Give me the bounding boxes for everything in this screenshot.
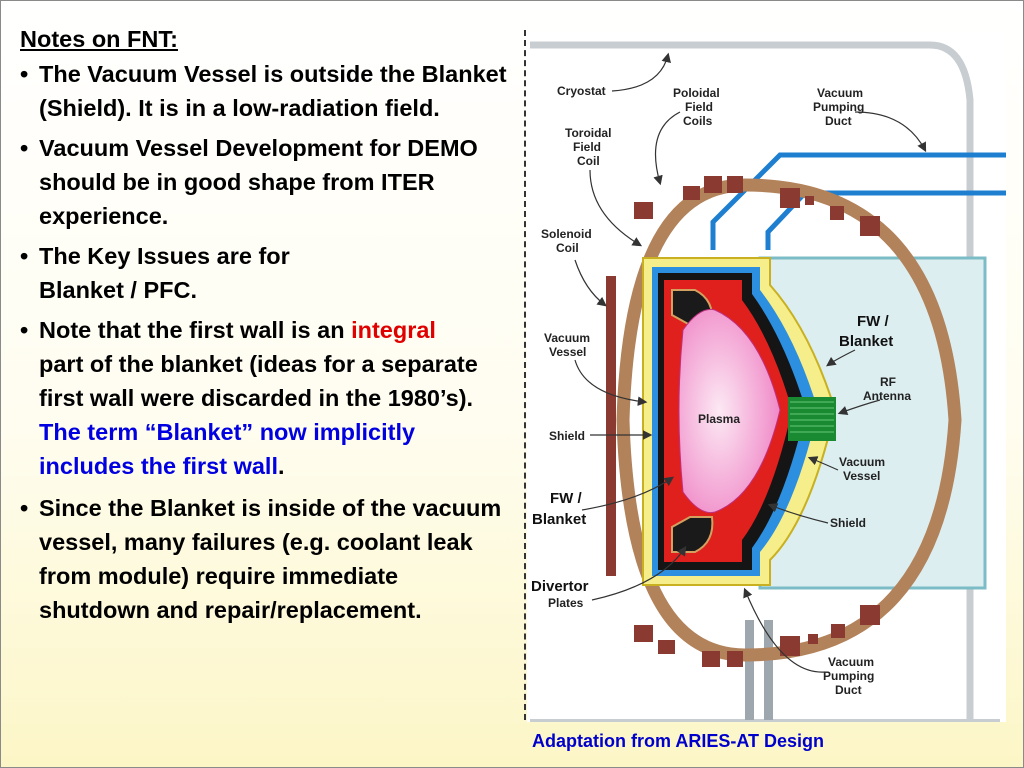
bottom-column [764, 620, 773, 720]
toroidal-label-2: Field [573, 140, 601, 154]
bullet-text-pre: Note that the first wall is an [39, 317, 352, 343]
aries-at-diagram: Cryostat Poloidal Field Coils Vacuum Pum… [527, 32, 1006, 725]
bullet-text: Vacuum Vessel Development for DEMO shoul… [39, 135, 478, 229]
fw-label-right-2: Blanket [839, 333, 893, 350]
bullet-4: • Note that the first wall is an integra… [20, 313, 510, 483]
cryostat-wall [530, 41, 974, 720]
rf-label-1: RF [880, 375, 896, 389]
bullet-text: The Vacuum Vessel is outside the Blanket… [39, 61, 507, 121]
rf-antenna-lines [790, 401, 834, 433]
fw-label-left-2: Blanket [532, 511, 586, 528]
bullet-text-mid: part of the blanket (ideas for a separat… [39, 351, 478, 411]
bullet-dot: • [20, 135, 29, 161]
notes-title: Notes on FNT: [20, 26, 178, 52]
vacuum-duct-label-2: Pumping [813, 100, 864, 114]
vacuum-vessel-right-label-2: Vessel [843, 469, 880, 483]
poloidal-label-3: Coils [683, 114, 713, 128]
solenoid-label-1: Solenoid [541, 227, 592, 241]
vacuum-duct-label-3: Duct [825, 114, 852, 128]
bullet-2: • Vacuum Vessel Development for DEMO sho… [20, 131, 510, 233]
bullet-1: • The Vacuum Vessel is outside the Blank… [20, 57, 510, 125]
bullet-dot: • [20, 495, 29, 521]
bottom-duct-label-3: Duct [835, 683, 862, 697]
blanket-definition-highlight: The term “Blanket” now implicitly includ… [39, 419, 416, 479]
vacuum-vessel-label-2: Vessel [549, 345, 586, 359]
divertor-label: Divertor [531, 578, 589, 595]
bullet-5: • Since the Blanket is inside of the vac… [20, 491, 510, 627]
figure-caption: Adaptation from ARIES-AT Design [532, 731, 824, 751]
bottom-duct-label-2: Pumping [823, 669, 874, 683]
plasma [678, 308, 781, 514]
solenoid-coil [606, 276, 616, 576]
toroidal-field-coil [616, 178, 962, 662]
bottom-column [745, 620, 754, 720]
bottom-duct-label-1: Vacuum [828, 655, 874, 669]
poloidal-field-coils [634, 176, 880, 667]
bullet-3: • The Key Issues are for Blanket / PFC. [20, 239, 510, 307]
bullet-dot: • [20, 61, 29, 87]
vacuum-vessel-right-label-1: Vacuum [839, 455, 885, 469]
top-duct-line-2 [765, 190, 1006, 250]
rf-antenna [788, 397, 836, 441]
divertor-plates-label: Plates [548, 596, 584, 610]
cryostat-label: Cryostat [557, 84, 606, 98]
bullet-text: Since the Blanket is inside of the vacuu… [39, 495, 502, 623]
fw-label-right-1: FW / [857, 313, 889, 330]
solenoid-label-2: Coil [556, 241, 579, 255]
leader-arrows [574, 52, 927, 673]
divider-line [524, 30, 526, 720]
bullet-dot: • [20, 243, 29, 269]
poloidal-label-2: Field [685, 100, 713, 114]
toroidal-label-3: Coil [577, 154, 600, 168]
rf-label-2: Antenna [863, 389, 911, 403]
divertor-lower [671, 516, 714, 553]
integral-highlight: integral [351, 317, 436, 343]
toroidal-label-1: Toroidal [565, 126, 611, 140]
vacuum-vessel-label-1: Vacuum [544, 331, 590, 345]
bullet-dot: • [20, 317, 29, 343]
shield-label-right: Shield [830, 516, 866, 530]
shield-label-left: Shield [549, 429, 585, 443]
poloidal-label-1: Poloidal [673, 86, 720, 100]
plasma-label: Plasma [698, 412, 740, 426]
notes-panel: Notes on FNT: • The Vacuum Vessel is out… [20, 22, 510, 633]
bullet-text: The Key Issues are for Blanket / PFC. [39, 243, 290, 303]
vacuum-duct-label-1: Vacuum [817, 86, 863, 100]
bullet-text-post: . [277, 453, 285, 479]
fw-label-left-1: FW / [550, 490, 582, 507]
